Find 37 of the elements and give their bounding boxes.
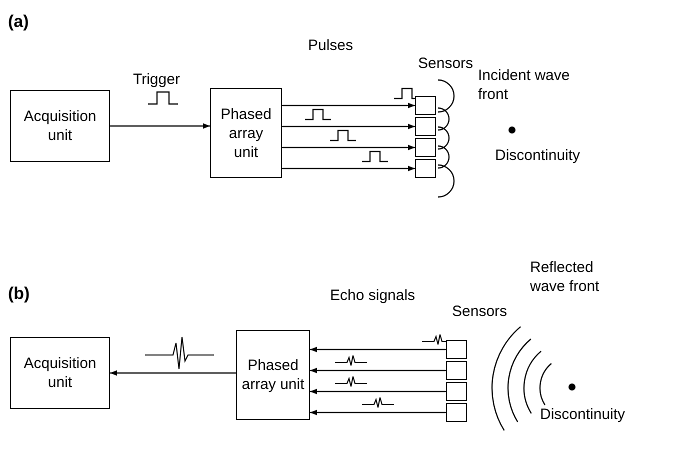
sensor-box: [415, 96, 436, 115]
unit-box: [10, 337, 110, 409]
text-label: Echo signals: [330, 286, 416, 305]
arrow: [310, 368, 446, 374]
arrow: [282, 102, 415, 108]
text-label: Discontinuity: [540, 405, 626, 424]
arrow: [282, 166, 415, 172]
arrow: [282, 144, 415, 150]
text-label: Reflected wave front: [530, 258, 600, 296]
text-label: Sensors: [418, 54, 474, 73]
unit-label: Acquisition unit: [22, 354, 98, 392]
arrow: [110, 370, 236, 376]
text-label: Sensors: [452, 302, 508, 321]
sensor-box: [446, 361, 467, 380]
sensor-box: [415, 117, 436, 136]
unit-box: [210, 88, 282, 178]
text-label: Incident wave front: [478, 66, 571, 104]
unit-box: [236, 330, 310, 420]
panel-label: (a): [8, 12, 29, 31]
arrow: [310, 410, 446, 416]
text-label: Pulses: [308, 36, 354, 55]
sensor-box: [446, 403, 467, 422]
unit-label: Phased array unit: [240, 356, 306, 394]
sensor-box: [446, 382, 467, 401]
arrow: [310, 346, 446, 352]
arrow: [310, 388, 446, 394]
arrow: [282, 124, 415, 130]
unit-box: [10, 90, 110, 162]
unit-label: Phased array unit: [220, 104, 272, 162]
text-label: Discontinuity: [495, 146, 580, 165]
edge-label: Trigger: [133, 72, 180, 87]
sensor-box: [446, 340, 467, 359]
sensor-box: [415, 138, 436, 157]
arrow: [110, 123, 210, 129]
panel-label: (b): [8, 284, 30, 303]
sensor-box: [415, 159, 436, 178]
unit-label: Acquisition unit: [22, 107, 98, 145]
